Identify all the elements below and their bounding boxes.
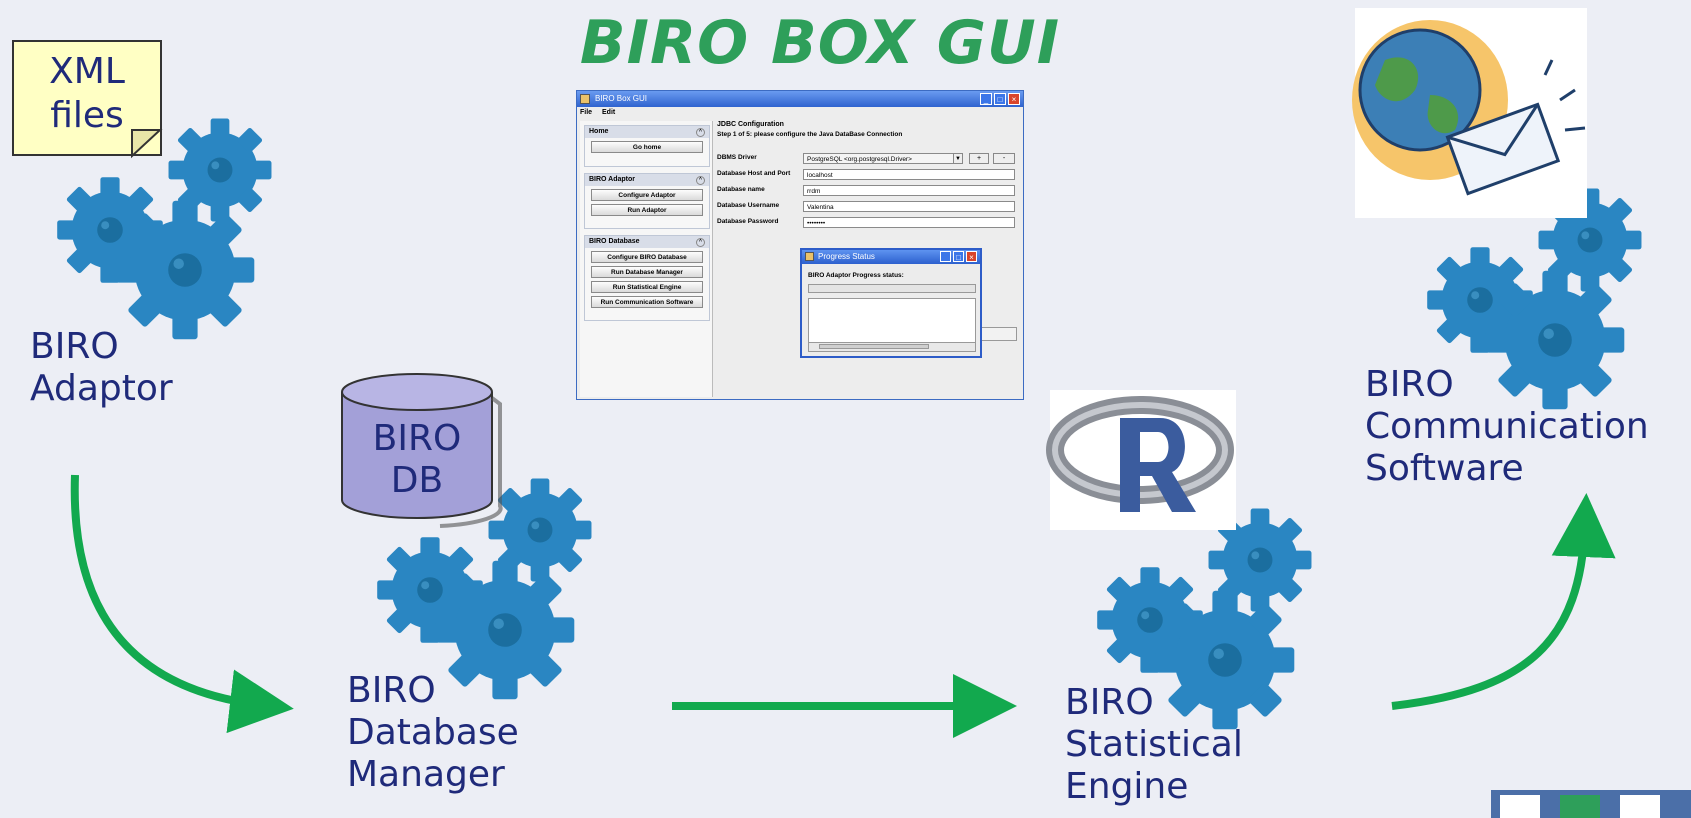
- gui-sidebar: Home^ Go home BIRO Adaptor^ Configure Ad…: [580, 121, 713, 397]
- dialog-title: Progress Status: [818, 252, 875, 261]
- configure-database-button[interactable]: Configure BIRO Database: [591, 251, 703, 263]
- minimize-icon[interactable]: _: [940, 251, 951, 262]
- field-row-dbname: Database name rrdm: [717, 185, 1017, 197]
- field-row-host: Database Host and Port localhost: [717, 169, 1017, 181]
- password-field[interactable]: ••••••••: [803, 217, 1015, 228]
- db-line-2: DB: [390, 460, 444, 501]
- collapse-icon[interactable]: ^: [696, 128, 705, 137]
- configure-adaptor-button[interactable]: Configure Adaptor: [591, 189, 703, 201]
- host-field[interactable]: localhost: [803, 169, 1015, 180]
- step-text: Step 1 of 5: please configure the Java D…: [717, 131, 903, 138]
- field-row-password: Database Password ••••••••: [717, 217, 1017, 229]
- section-title: JDBC Configuration: [717, 121, 784, 128]
- remove-driver-button[interactable]: -: [993, 153, 1015, 164]
- adaptor-panel-header[interactable]: BIRO Adaptor^: [585, 174, 709, 186]
- chevron-down-icon[interactable]: ▼: [953, 153, 963, 164]
- menu-file[interactable]: File: [580, 109, 593, 116]
- host-label: Database Host and Port: [717, 170, 791, 177]
- xml-files-note: XML files: [12, 40, 162, 156]
- db-line-1: BIRO: [372, 418, 462, 459]
- field-row-username: Database Username Valentina: [717, 201, 1017, 213]
- menu-edit[interactable]: Edit: [602, 109, 616, 116]
- dbmanager-line-3: Manager: [347, 754, 505, 795]
- gui-menubar: File Edit: [577, 107, 1023, 118]
- progress-bar: [808, 284, 976, 293]
- collapse-icon[interactable]: ^: [696, 238, 705, 247]
- progress-status-text: BIRO Adaptor Progress status:: [808, 272, 904, 279]
- progress-dialog: Progress Status _ □ × BIRO Adaptor Progr…: [800, 248, 982, 358]
- page-title: BIRO BOX GUI: [579, 8, 1061, 78]
- go-home-button[interactable]: Go home: [591, 141, 703, 153]
- close-icon[interactable]: ×: [966, 251, 977, 262]
- engine-line-1: BIRO: [1065, 682, 1154, 723]
- field-row-driver: DBMS Driver PostgreSQL <org.postgresql.D…: [717, 153, 1017, 165]
- note-line-2: files: [50, 95, 124, 136]
- engine-line-2: Statistical: [1065, 724, 1243, 765]
- node-label-engine: BIRO Statistical Engine: [1065, 682, 1243, 808]
- database-panel: BIRO Database^ Configure BIRO Database R…: [584, 235, 710, 321]
- horizontal-scrollbar[interactable]: [808, 342, 976, 352]
- biro-logo-icon: [1491, 790, 1691, 818]
- minimize-icon[interactable]: _: [980, 93, 992, 105]
- close-icon[interactable]: ×: [1008, 93, 1020, 105]
- node-label-adaptor: BIRO Adaptor: [30, 326, 173, 410]
- adaptor-line-1: BIRO: [30, 326, 119, 367]
- scrollbar-thumb[interactable]: [819, 344, 929, 349]
- comm-line-2: Communication: [1365, 406, 1649, 447]
- database-panel-header[interactable]: BIRO Database^: [585, 236, 709, 248]
- gui-window-title: BIRO Box GUI: [595, 94, 648, 103]
- username-field[interactable]: Valentina: [803, 201, 1015, 212]
- node-label-db: BIRO DB: [342, 418, 492, 502]
- dbname-field[interactable]: rrdm: [803, 185, 1015, 196]
- comm-line-3: Software: [1365, 448, 1524, 489]
- arrow-engine-to-comm-icon: [1391, 493, 1616, 710]
- note-line-1: XML: [49, 51, 125, 92]
- globe-envelope-icon: [1352, 8, 1587, 218]
- comm-line-1: BIRO: [1365, 364, 1454, 405]
- add-driver-button[interactable]: +: [969, 153, 989, 164]
- maximize-icon[interactable]: □: [953, 251, 964, 262]
- progress-log-area: [808, 298, 976, 344]
- home-panel: Home^ Go home: [584, 125, 710, 167]
- adaptor-panel: BIRO Adaptor^ Configure Adaptor Run Adap…: [584, 173, 710, 229]
- dbname-label: Database name: [717, 186, 765, 193]
- note-fold-icon: [131, 129, 163, 159]
- driver-select[interactable]: PostgreSQL <org.postgresql.Driver>: [803, 153, 963, 164]
- maximize-icon[interactable]: □: [994, 93, 1006, 105]
- arrow-adaptor-to-dbmanager-icon: [70, 474, 294, 734]
- app-icon: [805, 252, 814, 261]
- collapse-icon[interactable]: ^: [696, 176, 705, 185]
- node-label-comm: BIRO Communication Software: [1365, 364, 1649, 490]
- driver-label: DBMS Driver: [717, 154, 757, 161]
- run-adaptor-button[interactable]: Run Adaptor: [591, 204, 703, 216]
- username-label: Database Username: [717, 202, 780, 209]
- run-communication-software-button[interactable]: Run Communication Software: [591, 296, 703, 308]
- app-icon: [580, 94, 590, 104]
- run-database-manager-button[interactable]: Run Database Manager: [591, 266, 703, 278]
- run-statistical-engine-button[interactable]: Run Statistical Engine: [591, 281, 703, 293]
- r-logo-icon: [1046, 390, 1236, 530]
- engine-line-3: Engine: [1065, 766, 1189, 807]
- database-cylinder-icon: [341, 373, 503, 528]
- home-panel-header[interactable]: Home^: [585, 126, 709, 138]
- password-label: Database Password: [717, 218, 779, 225]
- dialog-titlebar: Progress Status _ □ ×: [802, 250, 980, 264]
- adaptor-line-2: Adaptor: [30, 368, 173, 409]
- dbmanager-line-2: Database: [347, 712, 519, 753]
- gui-titlebar: BIRO Box GUI _ □ ×: [577, 91, 1023, 107]
- node-label-dbmanager: BIRO Database Manager: [347, 670, 519, 796]
- dbmanager-line-1: BIRO: [347, 670, 436, 711]
